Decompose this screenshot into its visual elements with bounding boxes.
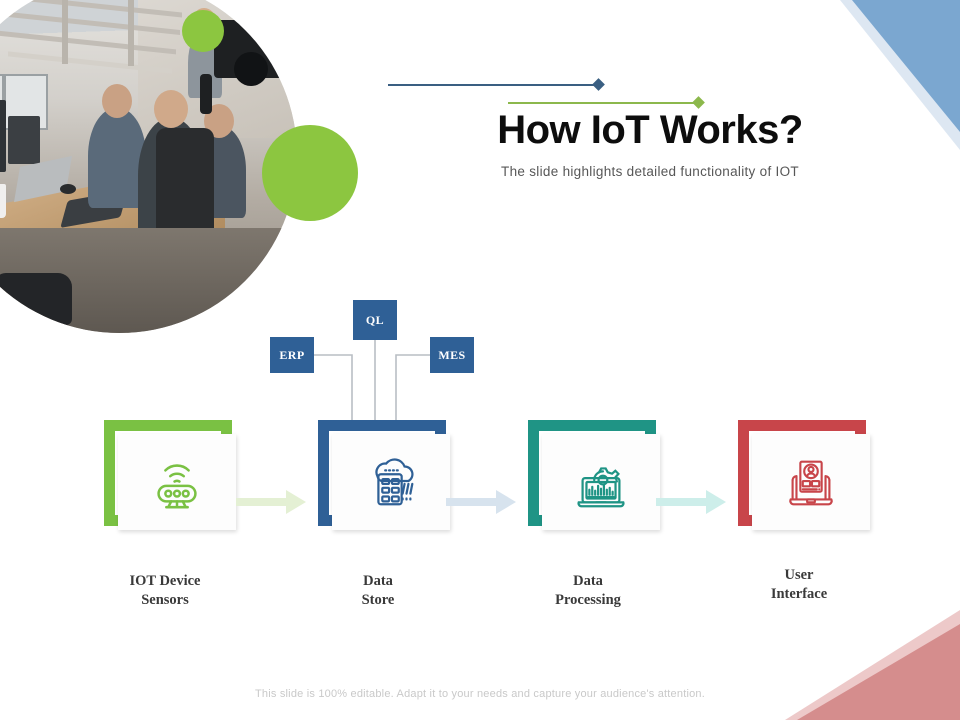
coffee-cup <box>0 184 6 218</box>
caption-4-line-1: User <box>784 567 814 583</box>
caption-2-line-2: Store <box>361 592 395 608</box>
caption-1-line-1: IOT Device <box>129 573 201 589</box>
flow-arrow-1 <box>236 487 308 517</box>
hero-photo-circle <box>0 0 297 333</box>
caption-3-line-1: Data <box>573 573 603 589</box>
stage-4-icon-panel <box>752 434 870 530</box>
office-photo <box>0 0 297 333</box>
stage-data-processing[interactable] <box>528 420 660 530</box>
stage-2-icon-panel <box>332 434 450 530</box>
caption-iot-device-sensors: IOT Device Sensors <box>75 572 255 610</box>
arrow-right-icon <box>446 490 516 514</box>
caption-2-line-1: Data <box>363 573 393 589</box>
flow-arrow-2 <box>446 487 518 517</box>
node-ql-label: QL <box>365 312 385 327</box>
node-ql[interactable]: QL <box>353 300 397 340</box>
caption-4-line-2: Interface <box>770 586 828 602</box>
laptop-gear-analytics-icon <box>577 467 625 508</box>
stage-iot-device-sensors[interactable] <box>104 420 236 530</box>
stage-3-icon-panel <box>542 434 660 530</box>
laptop-user-profile-icon <box>789 460 833 506</box>
caption-data-processing: Data Processing <box>498 572 678 610</box>
green-accent-dot-large <box>262 125 358 221</box>
node-erp-label: ERP <box>279 347 305 362</box>
stage-data-store[interactable] <box>318 420 450 530</box>
page-subtitle: The slide highlights detailed functional… <box>501 164 799 179</box>
caption-3-line-2: Processing <box>555 592 621 608</box>
diamond-marker-blue-icon <box>592 78 605 91</box>
sensor-wifi-icon <box>157 464 197 509</box>
footer-note: This slide is 100% editable. Adapt it to… <box>255 688 705 700</box>
green-accent-dot-small <box>182 10 224 52</box>
node-erp[interactable]: ERP <box>270 337 314 373</box>
diamond-marker-green-icon <box>692 96 705 109</box>
arrow-right-icon <box>236 490 306 514</box>
person-blue-shirt <box>88 108 146 208</box>
caption-1-line-2: Sensors <box>141 592 189 608</box>
node-mes-label: MES <box>438 347 466 362</box>
backpack <box>0 273 72 325</box>
stage-user-interface[interactable] <box>738 420 870 530</box>
flow-arrow-3 <box>656 487 728 517</box>
node-mes[interactable]: MES <box>430 337 474 373</box>
caption-data-store: Data Store <box>288 572 468 610</box>
arrow-right-icon <box>656 490 726 514</box>
caption-user-interface: User Interface <box>709 566 889 604</box>
page-title: How IoT Works? <box>497 108 803 152</box>
stage-1-icon-panel <box>118 434 236 530</box>
cloud-server-icon <box>375 458 414 506</box>
